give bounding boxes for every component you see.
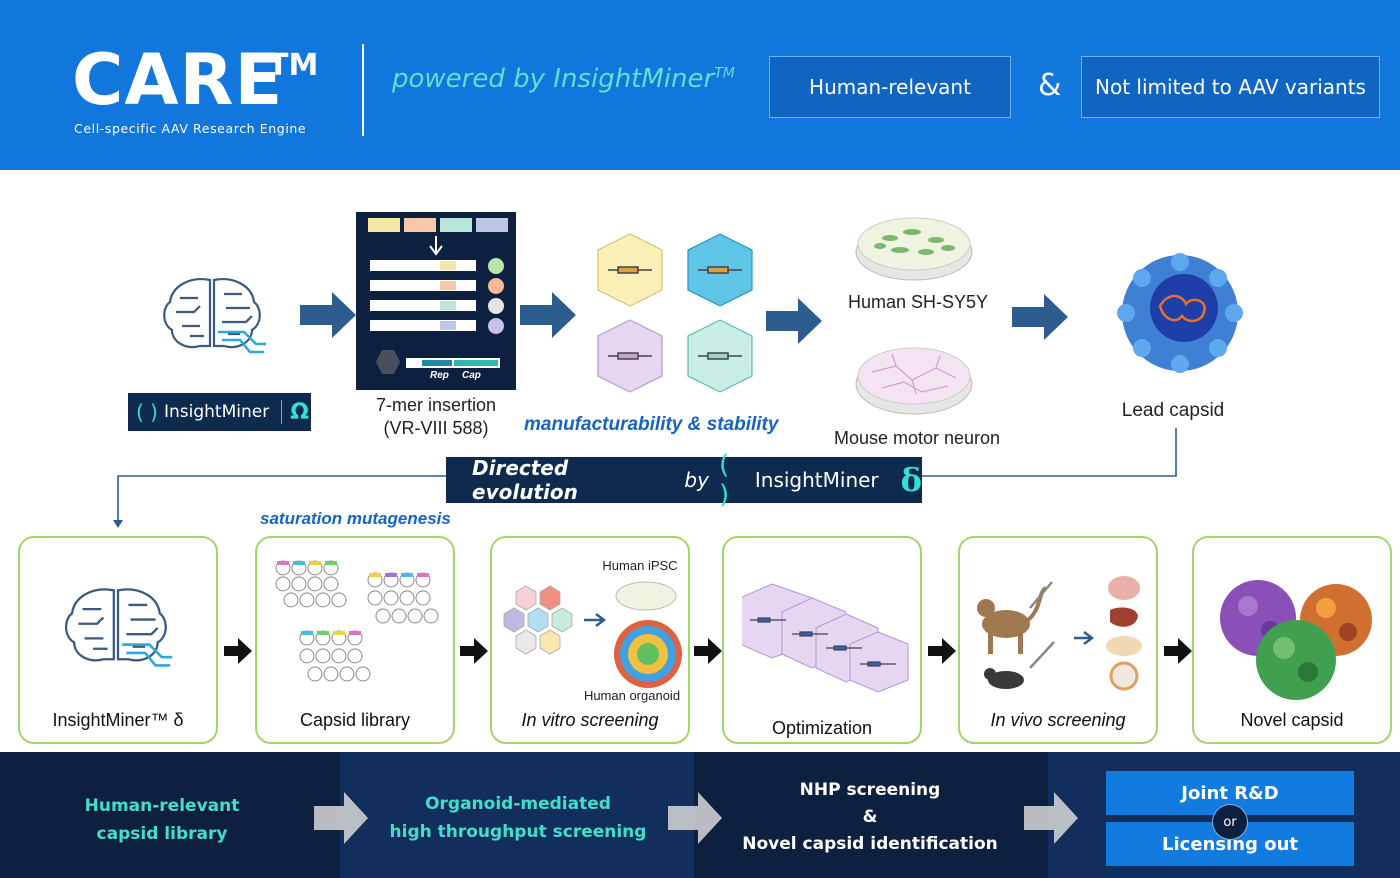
directed-evolution-by: by [684, 468, 709, 492]
stage-arrow-2 [460, 638, 488, 664]
capsid-library-icon [275, 560, 439, 682]
stage-arrow-5 [1164, 638, 1192, 664]
stage-arrow-3 [694, 638, 722, 664]
insightminer-name: InsightMiner [163, 402, 270, 422]
rep-label: Rep [430, 370, 449, 381]
band-text-col2: Organoid-mediated high throughput screen… [378, 790, 658, 846]
stage-label-insightminer: InsightMiner™ δ [52, 710, 184, 730]
band-col3-line3: Novel capsid identification [742, 834, 998, 854]
brain-icon [64, 588, 173, 667]
band-col2-line1: Organoid-mediated [425, 794, 611, 814]
stage-label-novel-capsid: Novel capsid [1240, 710, 1344, 730]
flow-arrow-2 [520, 292, 576, 338]
human-ipsc-label: Human iPSC [602, 558, 678, 573]
cap-label: Cap [462, 370, 481, 381]
powered-by-text: powered by InsightMinerTM [392, 64, 735, 94]
or-badge: or [1212, 804, 1248, 840]
band-section-3 [694, 752, 1048, 878]
band-col1-line2: capsid library [96, 824, 228, 844]
omega-symbol: Ω [290, 399, 309, 425]
stage-card-in-vivo-screening: In vivo screening [958, 536, 1158, 744]
brain-icon [163, 278, 266, 354]
band-chevron-2 [668, 792, 722, 844]
stage-label-optimization: Optimization [771, 718, 873, 738]
flow-arrow-1 [300, 292, 356, 338]
directed-evolution-banner: Directed evolution by ( ) InsightMiner δ [446, 450, 922, 510]
capsid-variants-graphic [597, 233, 753, 393]
in-vivo-screening-icon [977, 576, 1142, 691]
in-vitro-screening-icon [503, 581, 682, 688]
human-cell-dish-icon [855, 217, 973, 281]
insightminer-name: InsightMiner [754, 468, 879, 492]
insertion-label-line2: (VR-VIII 588) [383, 418, 489, 438]
human-organoid-label: Human organoid [583, 688, 681, 703]
lead-capsid-icon [1117, 253, 1243, 373]
band-col1-line1: Human-relevant [84, 796, 240, 816]
brand-subtitle: Cell-specific AAV Research Engine [74, 121, 307, 136]
stage-label-in-vitro-screening: In vitro screening [521, 710, 659, 730]
band-section-1 [0, 752, 340, 878]
band-text-col1: Human-relevant capsid library [20, 792, 304, 848]
stage-card-in-vitro-screening: Human iPSC Human organoid In vitro scree… [490, 536, 690, 744]
novel-capsid-icon [1220, 580, 1372, 700]
library-construct-panel: Rep Cap [356, 212, 516, 390]
insightminer-logo-icon: ( ) [718, 450, 730, 510]
band-section-2 [340, 752, 694, 878]
stage-arrow-1 [224, 638, 252, 664]
stage-card-novel-capsid: Novel capsid [1192, 536, 1392, 744]
mouse-cells-label: Mouse motor neuron [833, 428, 1001, 448]
optimization-icon [742, 583, 909, 693]
insightminer-omega-badge: ( ) InsightMiner Ω [128, 393, 311, 431]
lead-capsid-label: Lead capsid [1121, 400, 1225, 421]
saturation-mutagenesis-label: saturation mutagenesis [260, 509, 451, 528]
delta-symbol: δ [900, 461, 922, 499]
badge-separator [281, 400, 283, 424]
band-col3-line1: NHP screening [799, 780, 941, 800]
human-cells-label: Human SH-SY5Y [847, 292, 989, 312]
brand-title: CARE [72, 39, 284, 121]
human-relevant-box: Human-relevant [769, 56, 1011, 118]
stage-label-capsid-library: Capsid library [299, 710, 411, 730]
band-chevron-3 [1024, 792, 1078, 844]
stage-arrow-4 [928, 638, 956, 664]
insertion-label-line1: 7-mer insertion [375, 395, 497, 415]
manufacturability-label: manufacturability & stability [524, 414, 779, 435]
stage-card-insightminer: InsightMiner™ δ [18, 536, 218, 744]
band-chevron-1 [314, 792, 368, 844]
header-banner: CARE TM Cell-specific AAV Research Engin… [0, 0, 1400, 170]
header-divider [362, 44, 364, 136]
insightminer-logo-icon: ( ) [136, 400, 158, 424]
library-construct-graphic [368, 218, 508, 374]
band-text-col3: NHP screening & Novel capsid identificat… [736, 777, 1004, 858]
brand-trademark: TM [268, 48, 319, 83]
mouse-neuron-dish-icon [855, 347, 973, 415]
ampersand: & [1038, 68, 1062, 103]
stage-label-in-vivo-screening: In vivo screening [990, 710, 1126, 730]
band-col2-line2: high throughput screening [389, 822, 647, 842]
flow-arrow-4 [1012, 294, 1068, 340]
evolution-connector [113, 428, 1177, 528]
directed-evolution-text: Directed evolution [472, 456, 578, 504]
flow-arrow-3 [766, 298, 822, 344]
not-limited-box: Not limited to AAV variants [1081, 56, 1380, 118]
stage-card-capsid-library: Capsid library [255, 536, 455, 744]
stage-card-optimization: Optimization [722, 536, 922, 744]
band-col3-line2: & [862, 807, 878, 827]
